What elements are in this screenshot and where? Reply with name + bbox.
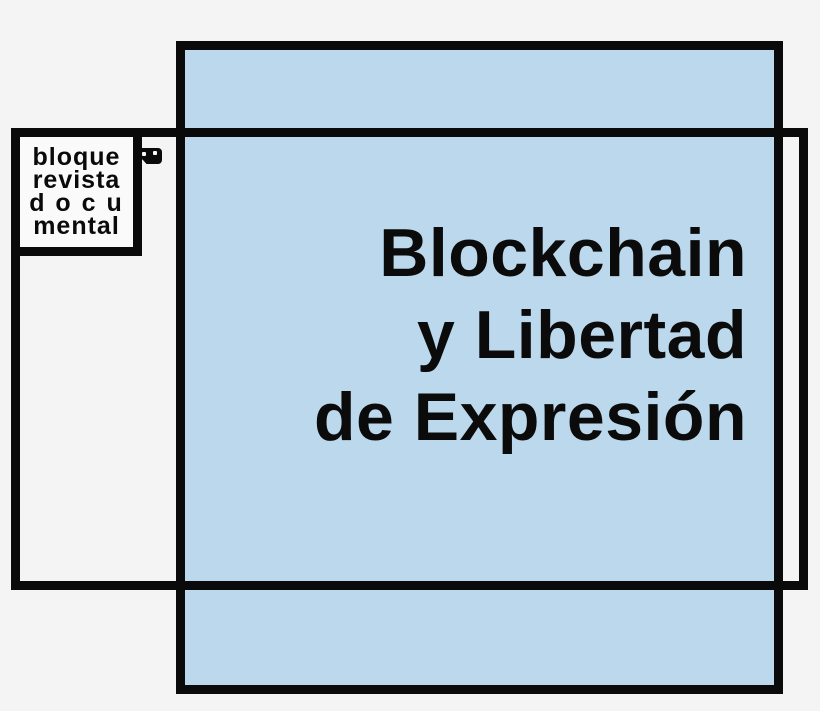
logo-wordmark: bloque revista d o c u mental — [29, 143, 124, 240]
logo-line-3: d o c u — [29, 189, 124, 217]
title-line-1: Blockchain — [379, 215, 747, 291]
clip-dot-icon — [153, 151, 157, 155]
poster-title: Blockchain y Libertad de Expresión — [314, 212, 747, 458]
title-line-3: de Expresión — [313, 379, 747, 455]
clip-icon — [137, 148, 162, 164]
outline-rectangle — [11, 128, 808, 590]
logo-line-1: bloque — [32, 143, 121, 171]
title-line-2: y Libertad — [417, 297, 747, 373]
logo-line-2: revista — [32, 166, 121, 194]
logo-box: bloque revista d o c u mental — [11, 128, 142, 256]
clip-dot-icon — [142, 152, 146, 156]
logo-line-4: mental — [33, 212, 120, 240]
